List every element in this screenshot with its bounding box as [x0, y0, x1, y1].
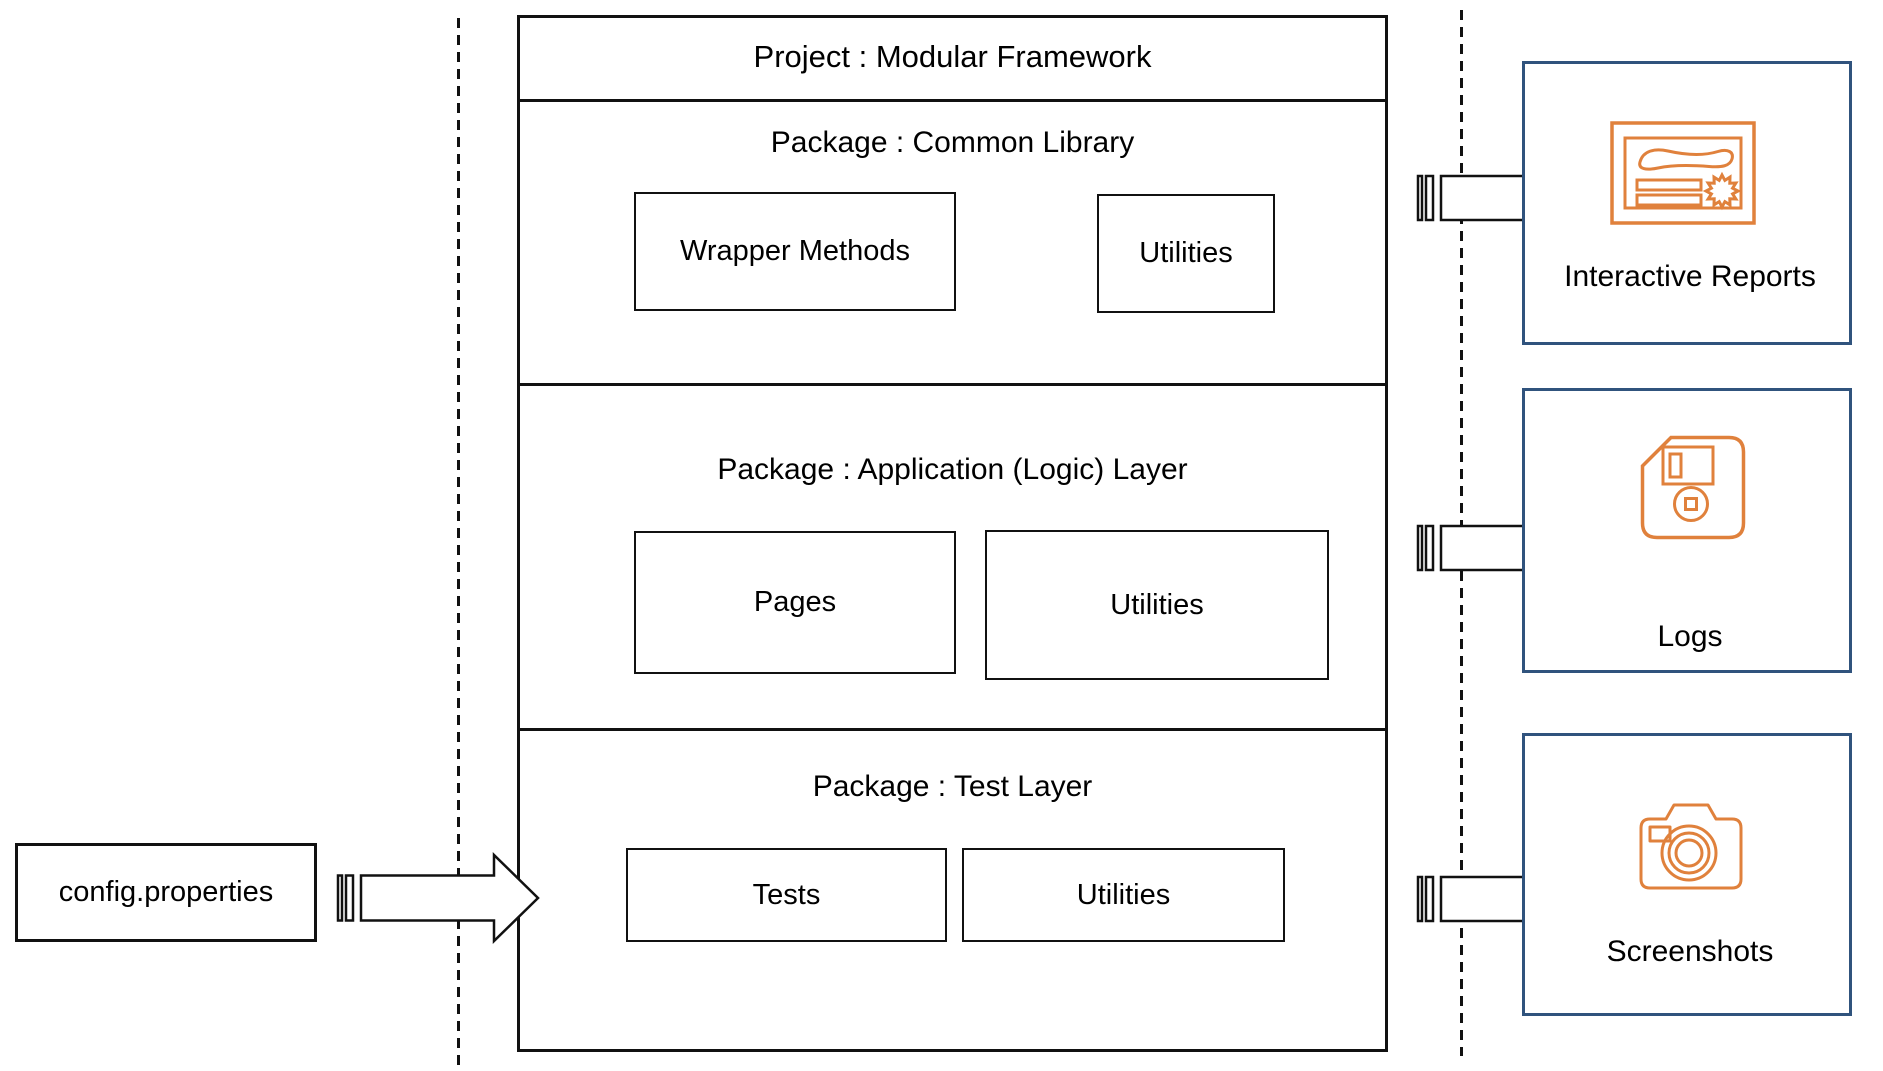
- floppy-disk-icon: [1640, 435, 1746, 540]
- striped-right-arrow-icon: [336, 852, 540, 944]
- module-box-test-utilities: Utilities: [962, 848, 1285, 942]
- config-properties-box: config.properties: [15, 843, 317, 942]
- module-label: Pages: [753, 586, 837, 618]
- output-label-screenshots: Screenshots: [1606, 935, 1774, 968]
- module-box-wrapper-methods: Wrapper Methods: [634, 192, 956, 311]
- module-label: Utilities: [1110, 588, 1204, 621]
- module-label: Utilities: [1076, 878, 1171, 911]
- module-label: Tests: [752, 878, 821, 911]
- output-box-interactive-reports: Interactive Reports: [1522, 61, 1852, 345]
- module-label: Utilities: [1139, 237, 1233, 269]
- report-certificate-icon: [1610, 121, 1756, 225]
- package-title-test-layer: Package : Test Layer: [812, 770, 1093, 803]
- divider-common-application: [520, 383, 1385, 386]
- output-label-logs: Logs: [1657, 620, 1723, 653]
- arrow-config-to-project: [336, 852, 541, 944]
- module-box-tests: Tests: [626, 848, 947, 942]
- module-box-common-utilities: Utilities: [1097, 194, 1275, 313]
- module-label: Wrapper Methods: [680, 235, 910, 267]
- camera-icon: [1633, 798, 1749, 895]
- module-box-application-utilities: Utilities: [985, 530, 1329, 680]
- output-box-screenshots: Screenshots: [1522, 733, 1852, 1016]
- package-title-application-layer: Package : Application (Logic) Layer: [717, 453, 1188, 486]
- output-label-interactive-reports: Interactive Reports: [1564, 260, 1816, 293]
- module-box-pages: Pages: [634, 531, 956, 674]
- divider-application-test: [520, 728, 1385, 731]
- project-title: Project : Modular Framework: [753, 39, 1152, 74]
- left-boundary-dashed-line: [457, 18, 460, 1068]
- config-properties-label: config.properties: [58, 876, 274, 908]
- divider-title-common: [520, 99, 1385, 102]
- output-box-logs: Logs: [1522, 388, 1852, 673]
- package-title-common-library: Package : Common Library: [770, 126, 1135, 159]
